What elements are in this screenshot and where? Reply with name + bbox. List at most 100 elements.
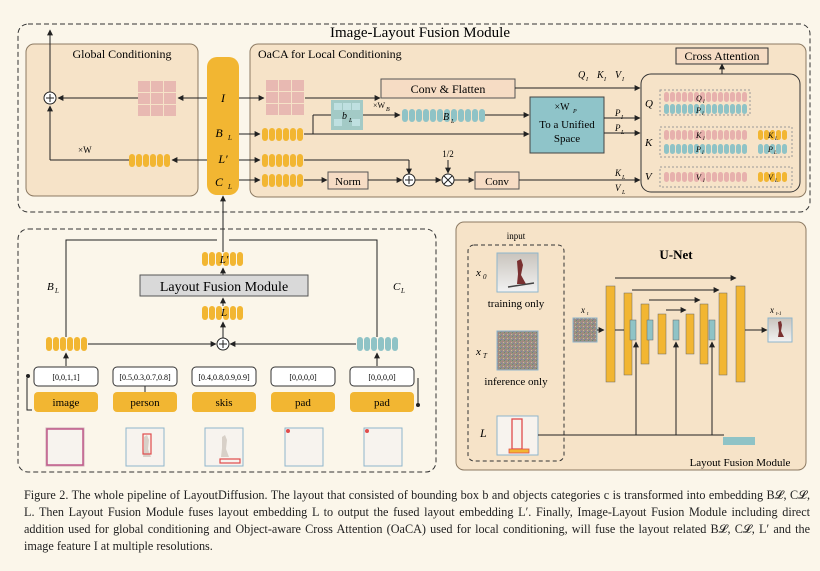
Lprime-tokens <box>262 154 303 167</box>
svg-text:Conv: Conv <box>485 176 509 188</box>
svg-text:To a Unified: To a Unified <box>539 119 595 131</box>
category-box <box>271 392 335 412</box>
svg-text:L: L <box>773 151 777 156</box>
svg-text:Norm: Norm <box>335 176 361 188</box>
top-token-label: L′ <box>219 254 229 266</box>
svg-text:K: K <box>614 168 622 178</box>
svg-text:I: I <box>620 115 624 121</box>
svg-text:L: L <box>479 426 487 440</box>
object-2: [0.4,0.8,0.9,0.9] skis <box>191 366 257 467</box>
svg-text:x: x <box>769 305 774 315</box>
figure-caption: Figure 2. The whole pipeline of LayoutDi… <box>24 488 810 553</box>
B-projected-tokens <box>402 109 485 122</box>
category-text: person <box>130 397 160 409</box>
svg-text:I: I <box>585 77 589 83</box>
unet-blocks <box>605 285 746 383</box>
svg-text:T: T <box>483 352 488 360</box>
object-1: [0.5,0.3,0.7,0.8] person <box>112 366 178 467</box>
svg-text:Q: Q <box>645 98 653 110</box>
svg-text:B: B <box>443 112 449 123</box>
category-text: image <box>53 397 80 409</box>
svg-text:L: L <box>450 119 455 125</box>
oaca-panel: OaCA for Local Conditioning Conv & Flatt… <box>239 43 807 198</box>
mid-L-tokens <box>202 306 243 320</box>
global-feature-grid <box>138 81 176 116</box>
pipeline-diagram: Image-Layout Fusion Module Global Condit… <box>17 23 811 473</box>
svg-text:V: V <box>615 183 622 193</box>
global-conditioning-title: Global Conditioning <box>73 47 172 61</box>
svg-text:B: B <box>386 107 390 113</box>
B-input-tokens <box>262 128 303 141</box>
svg-text:L: L <box>774 137 778 142</box>
layout-image <box>496 415 539 456</box>
svg-text:L: L <box>227 183 232 191</box>
svg-text:K: K <box>767 131 774 140</box>
mid-token-label: L <box>220 307 227 319</box>
svg-text:Q: Q <box>696 94 702 103</box>
category-text: skis <box>215 397 232 409</box>
noise-image <box>496 330 539 371</box>
category-box <box>350 392 414 412</box>
svg-text:I: I <box>621 77 625 83</box>
inference-only-label: inference only <box>484 376 548 388</box>
svg-text:K: K <box>644 137 653 149</box>
layout-fusion-legend-label: Layout Fusion Module <box>690 457 791 469</box>
bbox-box <box>191 366 257 387</box>
svg-text:I: I <box>603 77 607 83</box>
global-conditioning-panel: Global Conditioning ×W <box>25 29 199 197</box>
svg-text:L: L <box>227 134 232 142</box>
layout-fusion-module-box <box>139 274 309 297</box>
ca-q-tokens <box>659 89 751 116</box>
svg-text:I: I <box>702 179 705 184</box>
svg-text:P: P <box>614 108 621 118</box>
bbox-box <box>112 366 178 387</box>
right-label: C <box>393 281 401 293</box>
left-label: B <box>47 281 54 293</box>
svg-text:P: P <box>767 145 773 154</box>
svg-text:L: L <box>621 175 626 181</box>
input-column: I B L L′ C L <box>207 57 239 195</box>
svg-text:Q: Q <box>578 70 586 81</box>
svg-text:x: x <box>475 346 481 358</box>
svg-text:L: L <box>348 118 353 124</box>
svg-text:I: I <box>702 100 705 105</box>
svg-text:×W: ×W <box>373 101 386 110</box>
b-token-grid <box>331 100 363 130</box>
svg-text:V: V <box>615 70 623 81</box>
ilfm-title: Image-Layout Fusion Module <box>330 25 510 41</box>
svg-text:V: V <box>768 173 774 182</box>
object-3: [0,0,0,0] pad <box>270 366 336 467</box>
svg-text:t: t <box>587 312 589 317</box>
object-0: [0,0,1,1] image <box>33 352 99 467</box>
layout-fusion-panel: L′ Layout Fusion Module L B L C L <box>17 228 437 473</box>
image-layout-fusion-module: Image-Layout Fusion Module Global Condit… <box>17 23 811 213</box>
unet-title: U-Net <box>659 247 693 262</box>
svg-text:x: x <box>580 305 585 315</box>
svg-text:L: L <box>54 287 59 295</box>
category-box <box>34 392 98 412</box>
oaca-title: OaCA for Local Conditioning <box>258 47 402 61</box>
input-label: input <box>507 231 526 241</box>
svg-text:L: L <box>774 179 778 184</box>
svg-text:P: P <box>614 123 621 133</box>
half-label: 1/2 <box>442 149 454 159</box>
svg-text:I: I <box>702 137 705 142</box>
svg-text:Space: Space <box>554 133 580 145</box>
svg-text:P: P <box>695 145 701 154</box>
local-feature-grid <box>266 80 304 115</box>
bbox-box <box>349 366 415 387</box>
svg-text:I: I <box>701 112 704 117</box>
bbox-text: [0,0,0,0] <box>289 373 317 382</box>
layout-fusion-legend-swatch <box>723 437 755 445</box>
svg-text:x: x <box>475 267 481 279</box>
layout-fusion-module-label: Layout Fusion Module <box>160 280 288 295</box>
conv-flatten-label: Conv & Flatten <box>411 82 486 96</box>
input-I: I <box>220 91 226 105</box>
svg-text:0: 0 <box>483 273 487 281</box>
svg-text:P: P <box>572 109 577 115</box>
global-lprime-tokens <box>129 154 170 167</box>
global-weight-label: ×W <box>78 145 92 155</box>
C-input-tokens <box>262 174 303 187</box>
input-Lprime: L′ <box>217 152 228 166</box>
svg-text:P: P <box>695 106 701 115</box>
